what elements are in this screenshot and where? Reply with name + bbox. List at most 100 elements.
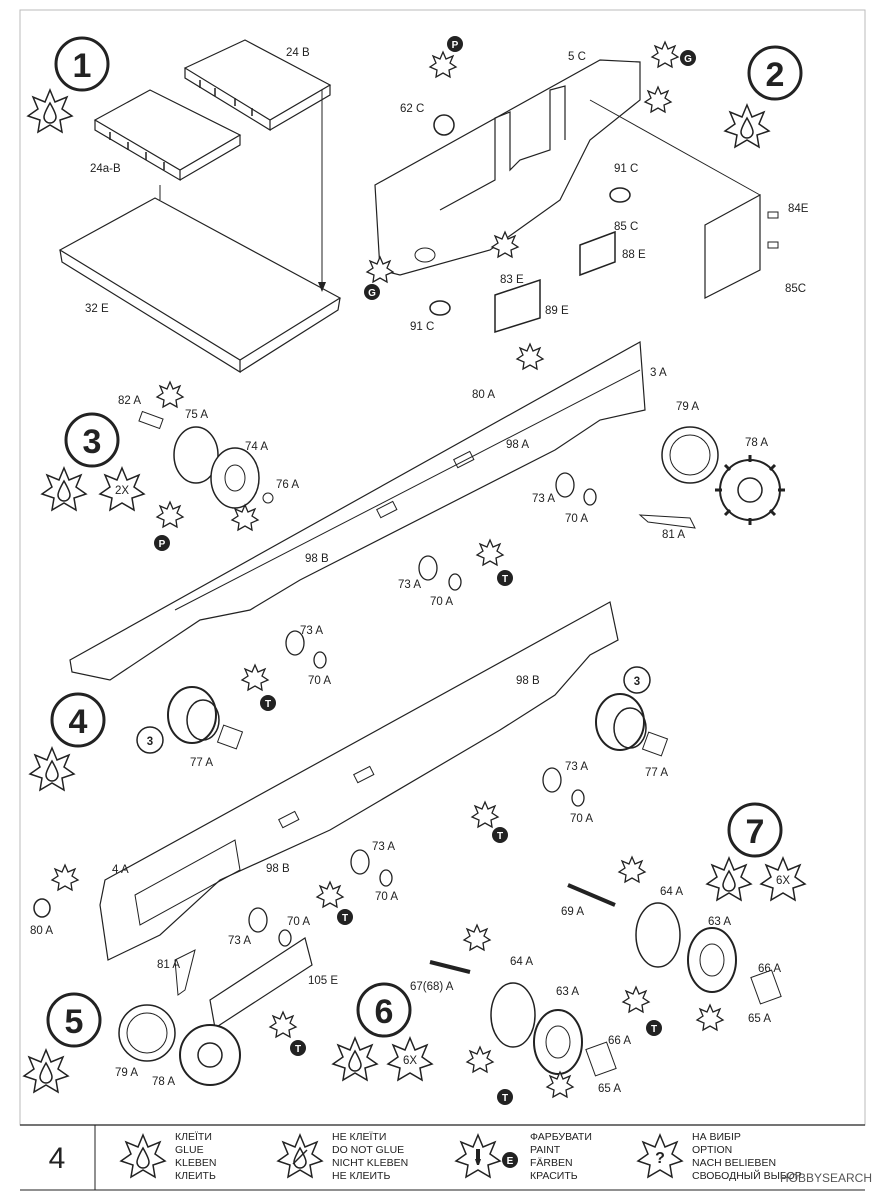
label-98b-3: 98 B	[266, 863, 290, 875]
step-3-badge	[64, 412, 120, 468]
step-6-badge	[356, 982, 412, 1038]
label-80a: 80 A	[472, 389, 495, 401]
label-32e: 32 E	[85, 303, 109, 315]
option-letter: T	[265, 699, 271, 710]
label-70a-6: 70 A	[287, 916, 310, 928]
label-70a-2: 70 A	[430, 596, 453, 608]
label-85c-b: 85C	[785, 283, 806, 295]
label-73a-2: 73 A	[398, 579, 421, 591]
no-glue-icon	[156, 381, 184, 408]
legend-option-icon: ?	[637, 1134, 683, 1178]
legend-paint-3: FÄRBEN	[530, 1157, 573, 1169]
legend-option-3: NACH BELIEBEN	[692, 1157, 776, 1169]
label-75a: 75 A	[185, 409, 208, 421]
option-letter: T	[502, 574, 508, 585]
step-2: 2 P G G 5 C 62 C 91 C 85 C 84E 85C	[364, 36, 809, 334]
legend-noglue-2: DO NOT GLUE	[332, 1144, 404, 1156]
label-6768a: 67(68) A	[410, 981, 454, 993]
legend-option-1: НА ВИБІР	[692, 1131, 741, 1143]
part-81a-b-shape	[174, 949, 196, 996]
legend-paint-2: PAINT	[530, 1144, 561, 1156]
paint-letter: P	[159, 539, 166, 550]
step-7: 7 6X T 64 A 63 A 69 A 66 A 65 A	[561, 802, 806, 1036]
legend-glue-3: KLEBEN	[175, 1157, 216, 1169]
step-1-badge	[54, 36, 110, 92]
part-24ab-shape	[93, 89, 242, 182]
step-2-number: 2	[766, 56, 785, 94]
no-glue-icon	[651, 41, 679, 68]
glue-icon	[724, 104, 770, 148]
label-80a-b: 80 A	[30, 925, 53, 937]
label-85c: 85 C	[614, 221, 638, 233]
label-78a: 78 A	[745, 437, 768, 449]
glue-icon	[23, 1049, 69, 1093]
legend-noglue-4: НЕ КЛЕИТЬ	[332, 1170, 390, 1182]
label-66a: 66 A	[758, 963, 781, 975]
part-24b-shape	[183, 39, 332, 132]
no-glue-icon	[463, 924, 491, 951]
step-3: 3 2X	[41, 341, 785, 711]
no-glue-icon	[429, 51, 457, 78]
label-78a-b: 78 A	[152, 1076, 175, 1088]
part-84e-shape	[704, 193, 761, 299]
legend-noglue-3: NICHT KLEBEN	[332, 1157, 408, 1169]
label-70a-3: 70 A	[308, 675, 331, 687]
step-1: 1 24 B 24a-B 32 E	[27, 36, 342, 374]
label-98b: 98 B	[305, 553, 329, 565]
part-4a-shape	[99, 601, 619, 961]
glue-icon	[332, 1037, 378, 1081]
label-98b-2: 98 B	[516, 675, 540, 687]
step-1-number: 1	[73, 47, 92, 85]
paint-letter: P	[452, 40, 459, 51]
option-icon	[471, 801, 499, 828]
label-74a: 74 A	[245, 441, 268, 453]
no-glue-icon	[516, 343, 544, 370]
no-glue-icon	[231, 504, 259, 531]
part-3a-shape	[69, 341, 646, 681]
part-105e-shape	[209, 937, 313, 1029]
part-81a-shape	[638, 514, 696, 529]
label-82a: 82 A	[118, 395, 141, 407]
glue-icon	[27, 89, 73, 133]
option-icon	[622, 986, 650, 1013]
legend-glue-4: КЛЕИТЬ	[175, 1170, 216, 1182]
option-icon	[316, 881, 344, 908]
label-24ab: 24a-B	[90, 163, 121, 175]
option-icon	[241, 664, 269, 691]
label-91c: 91 C	[614, 163, 638, 175]
step-6-number: 6	[375, 993, 394, 1031]
repeat-mark: 3	[634, 676, 640, 688]
label-4a: 4 A	[112, 864, 129, 876]
label-5c: 5 C	[568, 51, 586, 63]
legend-paint-1: ФАРБУВАТИ	[530, 1131, 592, 1143]
step-2-badge	[747, 45, 803, 101]
label-65a: 65 A	[748, 1013, 771, 1025]
label-105e: 105 E	[308, 975, 338, 987]
option-letter: T	[651, 1024, 657, 1035]
label-63a: 63 A	[708, 916, 731, 928]
step-5-number: 5	[65, 1003, 84, 1041]
legend-option-4: СВОБОДНЫЙ ВЫБОР	[692, 1169, 802, 1182]
step-6: 6 6X T 67(68) A 64 A 63 A 66 A 65 A	[332, 924, 631, 1105]
option-icon	[476, 539, 504, 566]
label-64a-b: 64 A	[510, 956, 533, 968]
label-63a-b: 63 A	[556, 986, 579, 998]
legend: 4 КЛЕЇТИ GLUE KLEBEN КЛЕИТЬ НЕ КЛЕЇТИ DO…	[49, 1131, 802, 1182]
legend-option-2: OPTION	[692, 1144, 732, 1156]
glue-icon	[706, 857, 752, 901]
label-70a-4: 70 A	[570, 813, 593, 825]
label-81a-b: 81 A	[157, 959, 180, 971]
legend-paint-4: КРАСИТЬ	[530, 1170, 578, 1182]
label-77a-b: 77 A	[645, 767, 668, 779]
step-7-number: 7	[746, 813, 765, 851]
label-65a-b: 65 A	[598, 1083, 621, 1095]
label-91c-b: 91 C	[410, 321, 434, 333]
label-79a-b: 79 A	[115, 1067, 138, 1079]
label-70a: 70 A	[565, 513, 588, 525]
legend-paint-icon	[455, 1134, 501, 1178]
legend-paint-letter: E	[507, 1156, 514, 1167]
label-73a-6: 73 A	[228, 935, 251, 947]
label-88e: 88 E	[622, 249, 646, 261]
watermark: HOBBYSEARCH	[780, 1171, 872, 1185]
